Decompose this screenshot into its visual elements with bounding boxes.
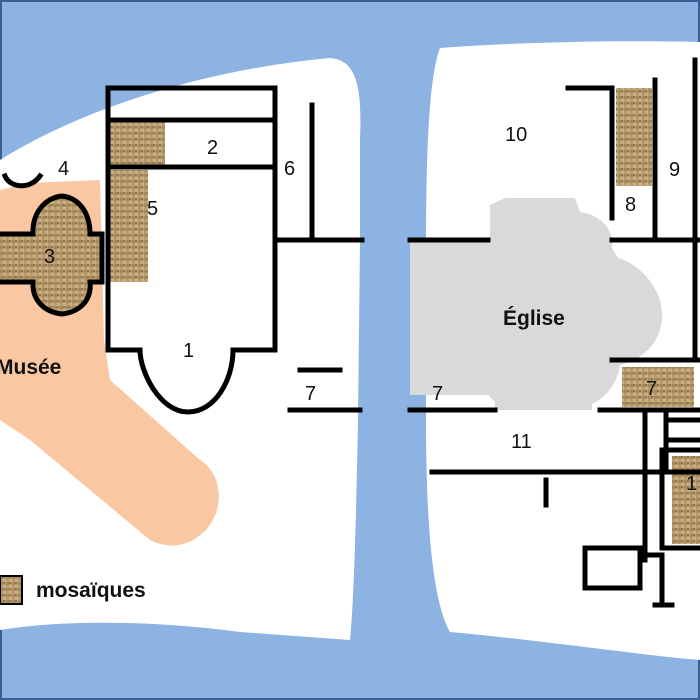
mosaic-room7-east [622,367,694,407]
room-label-11: 11 [511,431,532,453]
room-label-7-corridor: 7 [305,383,316,405]
church-label: Église [503,307,565,330]
walls-left [0,85,365,415]
legend-label: mosaïques [36,579,146,602]
room-label-7-east: 7 [646,378,657,400]
room-label-8: 8 [625,194,636,216]
mosaic-room2-west [110,120,165,165]
mosaic-room3-quatrefoil [0,196,102,314]
room-label-10: 10 [505,124,527,146]
room-label-5: 5 [147,198,158,220]
mosaic-room1-east [672,456,700,544]
museum-label: Musée [0,356,61,379]
legend: mosaïques [0,575,146,605]
room-label-6: 6 [284,158,295,180]
room-label-7-church: 7 [432,383,443,405]
mosaic-room5 [110,170,148,282]
room-label-9: 9 [669,159,680,181]
mosaic-room8 [616,88,652,186]
walls-right [407,57,700,608]
room-label-4: 4 [58,158,69,180]
room-label-1: 1 [183,340,194,362]
room-label-1-east: 1 [686,473,697,495]
room-label-3: 3 [44,246,55,268]
legend-mosaic-swatch [0,575,23,605]
room-label-2: 2 [207,137,218,159]
church-building [410,198,663,410]
